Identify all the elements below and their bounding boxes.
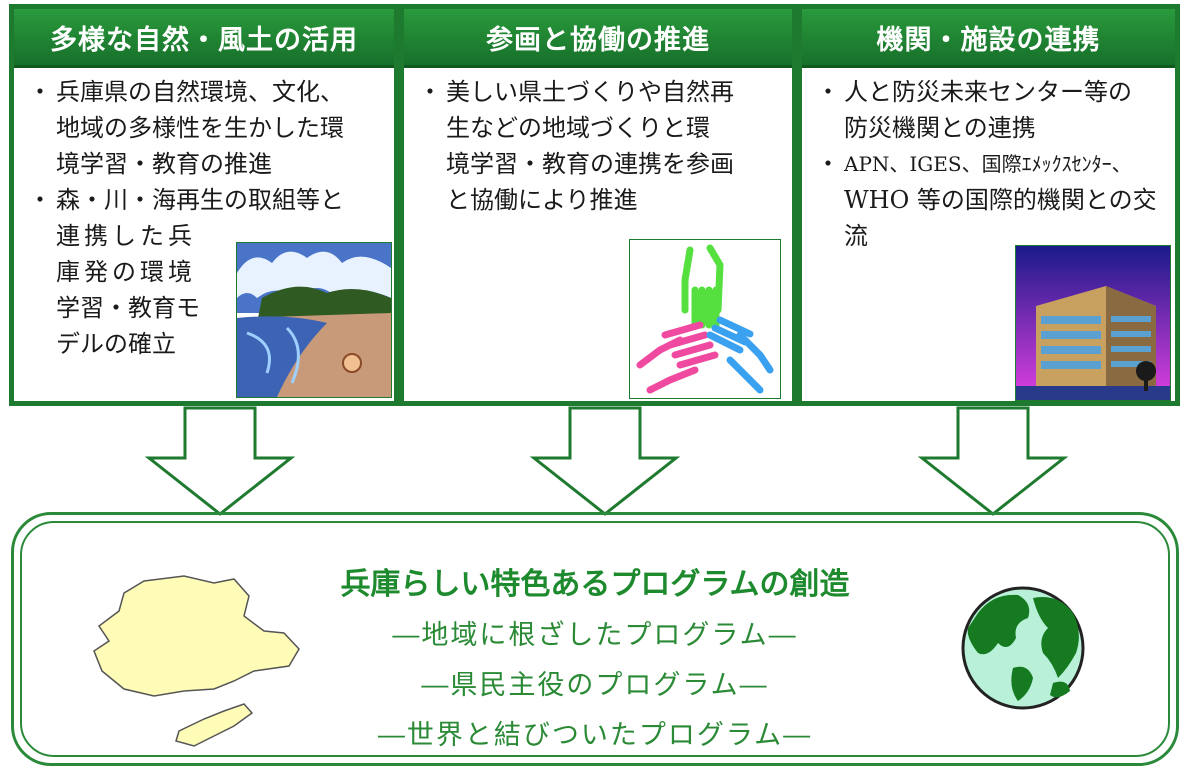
program-subtitle: ―地域に根ざしたプログラム― — [392, 620, 798, 651]
column-body: ・ 人と防災未来センター等の 防災機関との連携 ・ APN、IGES、国際ｴﾒｯ… — [802, 68, 1175, 401]
program-box: 兵庫らしい特色あるプログラムの創造 ―地域に根ざしたプログラム― ―県民主役のプ… — [11, 512, 1179, 766]
column-body: ・ 兵庫県の自然環境、文化、 地域の多様性を生かした環 境学習・教育の推進 ・ … — [14, 68, 394, 401]
bullet-line: 生などの地域づくりと環 — [446, 114, 710, 142]
hyogo-map-icon — [93, 575, 300, 747]
bullet-line: 境学習・教育の推進 — [56, 150, 272, 178]
bullet-mark: ・ — [816, 78, 840, 106]
bullet-item: ・ APN、IGES、国際ｴﾒｯｸｽｾﾝﾀｰ、 WHO 等の国際的機関との交 流 — [816, 146, 1165, 254]
column-title: 機関・施設の連携 — [802, 9, 1175, 68]
column-nature: 多様な自然・風土の活用 ・ 兵庫県の自然環境、文化、 地域の多様性を生かした環 … — [9, 4, 399, 406]
bullet-line: 森・川・海再生の取組等と — [56, 186, 344, 214]
bullet-mark: ・ — [28, 186, 52, 214]
bullet-line: デルの確立 — [56, 330, 176, 358]
joined-hands-clipart-icon — [629, 239, 781, 399]
column-title: 多様な自然・風土の活用 — [14, 9, 394, 68]
bullet-line: 学習・教育モ — [56, 294, 200, 322]
down-arrow-icon — [918, 406, 1068, 516]
bullet-line: 連携した兵 — [56, 222, 196, 250]
column-title: 参画と協働の推進 — [404, 9, 792, 68]
bullet-mark: ・ — [816, 150, 840, 178]
bullet-item: ・ 森・川・海再生の取組等と 連携した兵 庫発の環境 学習・教育モ デルの確立 — [28, 182, 384, 362]
bullet-item: ・ 兵庫県の自然環境、文化、 地域の多様性を生かした環 境学習・教育の推進 — [28, 74, 384, 182]
bullet-mark: ・ — [418, 78, 442, 106]
bullet-line: 地域の多様性を生かした環 — [56, 114, 344, 142]
bullet-line: 流 — [844, 222, 868, 250]
column-institutions: 機関・施設の連携 ・ 人と防災未来センター等の 防災機関との連携 ・ APN、I… — [797, 4, 1180, 406]
program-box-inner: 兵庫らしい特色あるプログラムの創造 ―地域に根ざしたプログラム― ―県民主役のプ… — [20, 521, 1170, 757]
program-subtitle: ―世界と結びついたプログラム― — [377, 720, 813, 751]
bullet-line: APN、IGES、国際ｴﾒｯｸｽｾﾝﾀｰ、 — [844, 152, 1132, 176]
bullet-line: 人と防災未来センター等の — [844, 78, 1132, 106]
bullet-line: 兵庫県の自然環境、文化、 — [56, 78, 344, 106]
bullet-line: と協働により推進 — [446, 186, 638, 214]
program-title: 兵庫らしい特色あるプログラムの創造 — [340, 567, 850, 602]
bullet-mark: ・ — [28, 78, 52, 106]
seashore-clipart-icon — [236, 242, 392, 398]
program-subtitle: ―県民主役のプログラム― — [421, 670, 769, 701]
office-building-clipart-icon — [1015, 245, 1171, 401]
bullet-item: ・ 美しい県土づくりや自然再 生などの地域づくりと環 境学習・教育の連携を参画 … — [418, 74, 782, 218]
column-body: ・ 美しい県土づくりや自然再 生などの地域づくりと環 境学習・教育の連携を参画 … — [404, 68, 792, 401]
down-arrow-icon — [530, 406, 680, 516]
down-arrow-icon — [145, 406, 295, 516]
bullet-line: WHO 等の国際的機関との交 — [844, 186, 1157, 214]
bullet-line: 庫発の環境 — [56, 258, 196, 286]
globe-icon — [961, 586, 1085, 710]
bullet-item: ・ 人と防災未来センター等の 防災機関との連携 — [816, 74, 1165, 146]
bullet-line: 境学習・教育の連携を参画 — [446, 150, 734, 178]
column-participation: 参画と協働の推進 ・ 美しい県土づくりや自然再 生などの地域づくりと環 境学習・… — [399, 4, 797, 406]
bullet-line: 防災機関との連携 — [844, 114, 1036, 142]
bullet-line: 美しい県土づくりや自然再 — [446, 78, 734, 106]
